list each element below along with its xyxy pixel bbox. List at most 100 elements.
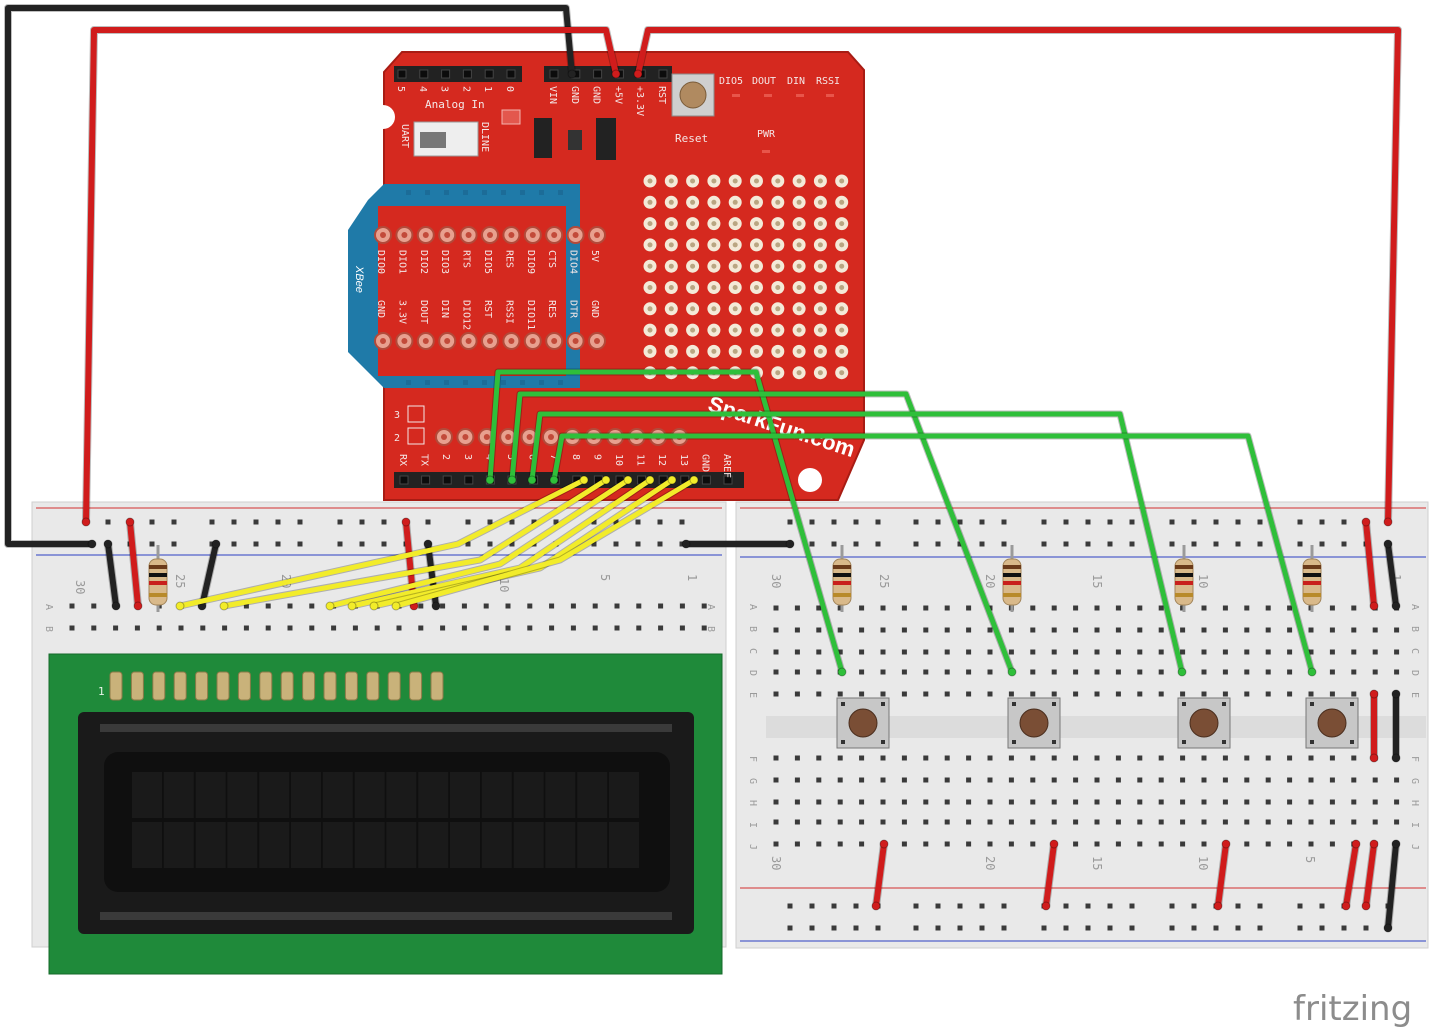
- breadboard-hole[interactable]: [816, 649, 822, 655]
- breadboard-hole[interactable]: [1030, 819, 1036, 825]
- wire-button-4[interactable]: [551, 433, 1315, 675]
- breadboard-hole[interactable]: [614, 625, 620, 631]
- digital-pin[interactable]: [421, 475, 431, 485]
- breadboard-hole[interactable]: [987, 799, 993, 805]
- breadboard-hole[interactable]: [1094, 627, 1100, 633]
- breadboard-hole[interactable]: [701, 625, 707, 631]
- breadboard-hole[interactable]: [1137, 755, 1143, 761]
- wire-jumper[interactable]: [1215, 841, 1229, 909]
- breadboard-hole[interactable]: [553, 519, 559, 525]
- breadboard-hole[interactable]: [880, 755, 886, 761]
- breadboard-hole[interactable]: [1287, 627, 1293, 633]
- breadboard-hole[interactable]: [1030, 777, 1036, 783]
- breadboard-hole[interactable]: [859, 649, 865, 655]
- breadboard-hole[interactable]: [1073, 777, 1079, 783]
- breadboard-hole[interactable]: [944, 841, 950, 847]
- breadboard-hole[interactable]: [1001, 519, 1007, 525]
- breadboard-hole[interactable]: [1287, 841, 1293, 847]
- breadboard-hole[interactable]: [1372, 799, 1378, 805]
- breadboard-hole[interactable]: [923, 669, 929, 675]
- breadboard-hole[interactable]: [1008, 755, 1014, 761]
- breadboard-hole[interactable]: [1137, 819, 1143, 825]
- breadboard-hole[interactable]: [635, 519, 641, 525]
- breadboard-hole[interactable]: [1094, 777, 1100, 783]
- breadboard-hole[interactable]: [923, 819, 929, 825]
- digital-pin[interactable]: [399, 475, 409, 485]
- breadboard-hole[interactable]: [987, 755, 993, 761]
- breadboard-hole[interactable]: [1287, 691, 1293, 697]
- breadboard-hole[interactable]: [1137, 669, 1143, 675]
- breadboard-hole[interactable]: [1030, 649, 1036, 655]
- lcd-16x2-module[interactable]: 1: [48, 653, 723, 975]
- breadboard-hole[interactable]: [1063, 903, 1069, 909]
- breadboard-hole[interactable]: [880, 777, 886, 783]
- breadboard-hole[interactable]: [1158, 605, 1164, 611]
- breadboard-hole[interactable]: [1008, 777, 1014, 783]
- breadboard-hole[interactable]: [809, 925, 815, 931]
- breadboard-hole[interactable]: [979, 903, 985, 909]
- breadboard-hole[interactable]: [1297, 903, 1303, 909]
- breadboard-hole[interactable]: [1351, 691, 1357, 697]
- breadboard-hole[interactable]: [979, 541, 985, 547]
- breadboard-hole[interactable]: [527, 625, 533, 631]
- breadboard-hole[interactable]: [816, 755, 822, 761]
- breadboard-hole[interactable]: [1265, 627, 1271, 633]
- breadboard-hole[interactable]: [1201, 841, 1207, 847]
- breadboard-hole[interactable]: [1115, 755, 1121, 761]
- breadboard-hole[interactable]: [787, 925, 793, 931]
- breadboard-hole[interactable]: [134, 625, 140, 631]
- breadboard-hole[interactable]: [901, 777, 907, 783]
- breadboard-hole[interactable]: [1030, 691, 1036, 697]
- breadboard-hole[interactable]: [853, 903, 859, 909]
- breadboard-hole[interactable]: [773, 819, 779, 825]
- breadboard-hole[interactable]: [837, 605, 843, 611]
- breadboard-hole[interactable]: [913, 541, 919, 547]
- breadboard-hole[interactable]: [1235, 519, 1241, 525]
- breadboard-hole[interactable]: [1297, 519, 1303, 525]
- breadboard-hole[interactable]: [1115, 691, 1121, 697]
- breadboard-hole[interactable]: [859, 777, 865, 783]
- wire-jumper[interactable]: [1043, 841, 1057, 909]
- breadboard-hole[interactable]: [359, 541, 365, 547]
- breadboard-hole[interactable]: [1213, 541, 1219, 547]
- breadboard-hole[interactable]: [966, 627, 972, 633]
- breadboard-hole[interactable]: [440, 603, 446, 609]
- breadboard-hole[interactable]: [944, 669, 950, 675]
- breadboard-hole[interactable]: [1308, 627, 1314, 633]
- breadboard-hole[interactable]: [987, 627, 993, 633]
- breadboard-hole[interactable]: [1073, 691, 1079, 697]
- breadboard-hole[interactable]: [837, 755, 843, 761]
- breadboard-hole[interactable]: [1001, 903, 1007, 909]
- breadboard-hole[interactable]: [1008, 649, 1014, 655]
- breadboard-hole[interactable]: [1169, 903, 1175, 909]
- breadboard-hole[interactable]: [1319, 519, 1325, 525]
- breadboard-hole[interactable]: [149, 519, 155, 525]
- breadboard-hole[interactable]: [794, 691, 800, 697]
- breadboard-hole[interactable]: [1329, 819, 1335, 825]
- breadboard-hole[interactable]: [1115, 605, 1121, 611]
- breadboard-hole[interactable]: [337, 541, 343, 547]
- breadboard-hole[interactable]: [966, 605, 972, 611]
- breadboard-hole[interactable]: [1107, 541, 1113, 547]
- breadboard-hole[interactable]: [787, 519, 793, 525]
- breadboard-hole[interactable]: [1094, 649, 1100, 655]
- breadboard-hole[interactable]: [1329, 605, 1335, 611]
- breadboard-hole[interactable]: [1257, 925, 1263, 931]
- breadboard-hole[interactable]: [636, 625, 642, 631]
- breadboard-hole[interactable]: [773, 605, 779, 611]
- breadboard-hole[interactable]: [901, 799, 907, 805]
- breadboard-hole[interactable]: [1235, 925, 1241, 931]
- breadboard-hole[interactable]: [1201, 819, 1207, 825]
- breadboard-hole[interactable]: [1137, 691, 1143, 697]
- breadboard-hole[interactable]: [987, 669, 993, 675]
- breadboard-hole[interactable]: [231, 541, 237, 547]
- breadboard-hole[interactable]: [1341, 541, 1347, 547]
- power-pin[interactable]: [658, 69, 668, 79]
- wire-jumper[interactable]: [199, 541, 219, 609]
- breadboard-hole[interactable]: [794, 669, 800, 675]
- breadboard-hole[interactable]: [816, 627, 822, 633]
- breadboard-hole[interactable]: [1213, 519, 1219, 525]
- breadboard-hole[interactable]: [1137, 649, 1143, 655]
- breadboard-hole[interactable]: [1329, 755, 1335, 761]
